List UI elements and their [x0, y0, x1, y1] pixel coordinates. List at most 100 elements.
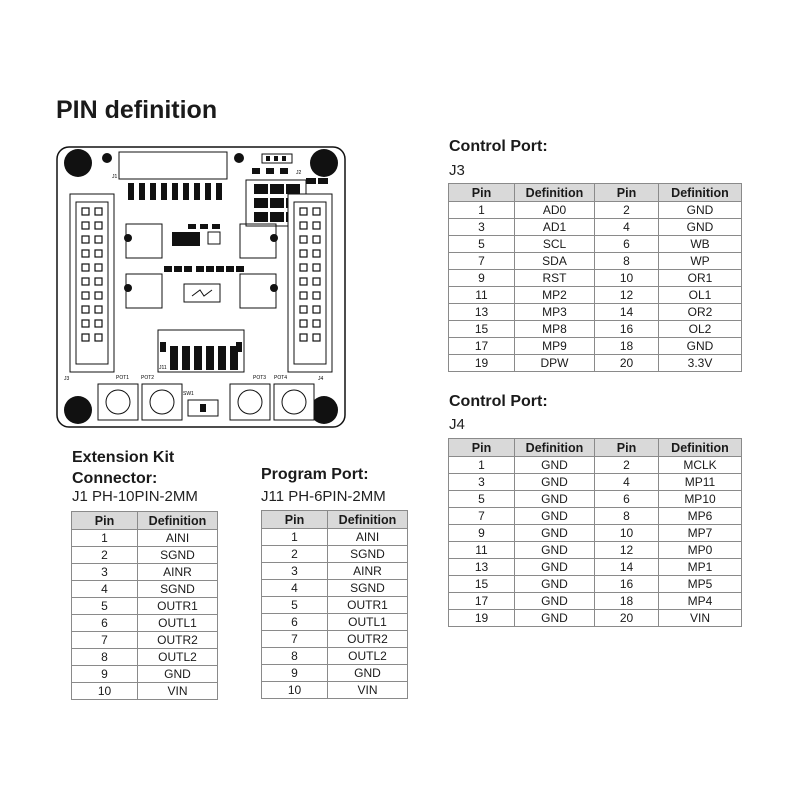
table-cell: 3 [448, 218, 515, 236]
col-header-pin: Pin [594, 438, 659, 457]
table-cell: 8 [71, 648, 138, 666]
table-cell: RST [514, 269, 595, 287]
table-cell: OUTL1 [327, 613, 408, 631]
label-j2: J2 [296, 170, 302, 176]
table-cell: 5 [71, 597, 138, 615]
table-cell: 20 [594, 354, 659, 372]
table-cell: OUTL1 [137, 614, 218, 632]
table-cell: 18 [594, 337, 659, 355]
table-cell: 1 [448, 201, 515, 219]
table-cell: 11 [448, 541, 515, 559]
table-cell: 3.3V [658, 354, 742, 372]
table-cell: 8 [594, 252, 659, 270]
label-j4: J4 [318, 376, 324, 382]
table-cell: MP9 [514, 337, 595, 355]
j11-connector: J11 [157, 329, 245, 373]
j3-header: J3 [64, 193, 115, 382]
label-pot3: POT3 [253, 375, 266, 381]
table-cell: OUTL2 [327, 647, 408, 665]
table-cell: 5 [261, 596, 328, 614]
table-cell: 9 [448, 269, 515, 287]
table-cell: OR2 [658, 303, 742, 321]
mount-hole-bl [64, 396, 92, 424]
table-cell: VIN [658, 609, 742, 627]
mount-hole-tl [64, 149, 92, 177]
table-cell: 10 [594, 269, 659, 287]
table-cell: GND [514, 558, 595, 576]
table-cell: MP2 [514, 286, 595, 304]
table-cell: 7 [448, 252, 515, 270]
table-cell: GND [658, 201, 742, 219]
table-cell: 6 [71, 614, 138, 632]
table-cell: 4 [594, 473, 659, 491]
table-cell: 8 [261, 647, 328, 665]
table-cell: AD0 [514, 201, 595, 219]
table-cell: VIN [137, 682, 218, 700]
label-sw1: SW1 [183, 391, 194, 397]
table-cell: 10 [261, 681, 328, 699]
table-cell: AINI [327, 528, 408, 546]
table-cell: 6 [261, 613, 328, 631]
table-cell: 7 [71, 631, 138, 649]
table-cell: OUTR2 [327, 630, 408, 648]
table-cell: OL2 [658, 320, 742, 338]
table-cell: GND [514, 507, 595, 525]
table-cell: SGND [137, 546, 218, 564]
table-cell: GND [514, 541, 595, 559]
j3-section-subtitle: J3 [449, 162, 465, 179]
table-cell: AINR [327, 562, 408, 580]
col-header-definition: Definition [514, 183, 595, 202]
table-cell: 2 [594, 456, 659, 474]
table-cell: 5 [448, 235, 515, 253]
table-cell: 6 [594, 235, 659, 253]
table-cell: GND [514, 609, 595, 627]
table-cell: MP5 [658, 575, 742, 593]
table-cell: 3 [261, 562, 328, 580]
j1-section-title-line2: Connector: [72, 470, 158, 487]
j3-section-title: Control Port: [449, 138, 548, 155]
table-cell: 16 [594, 320, 659, 338]
table-cell: MP7 [658, 524, 742, 542]
table-cell: GND [514, 473, 595, 491]
table-cell: GND [514, 490, 595, 508]
table-cell: 11 [448, 286, 515, 304]
table-cell: GND [514, 575, 595, 593]
table-cell: MCLK [658, 456, 742, 474]
table-cell: OUTR1 [137, 597, 218, 615]
j11-section-subtitle: J11 PH-6PIN-2MM [261, 488, 386, 505]
table-cell: 13 [448, 558, 515, 576]
table-cell: GND [327, 664, 408, 682]
table-cell: MP3 [514, 303, 595, 321]
table-cell: 8 [594, 507, 659, 525]
label-pot1: POT1 [116, 375, 129, 381]
j1-section-title-line1: Extension Kit [72, 449, 175, 466]
table-cell: GND [137, 665, 218, 683]
table-cell: AINR [137, 563, 218, 581]
